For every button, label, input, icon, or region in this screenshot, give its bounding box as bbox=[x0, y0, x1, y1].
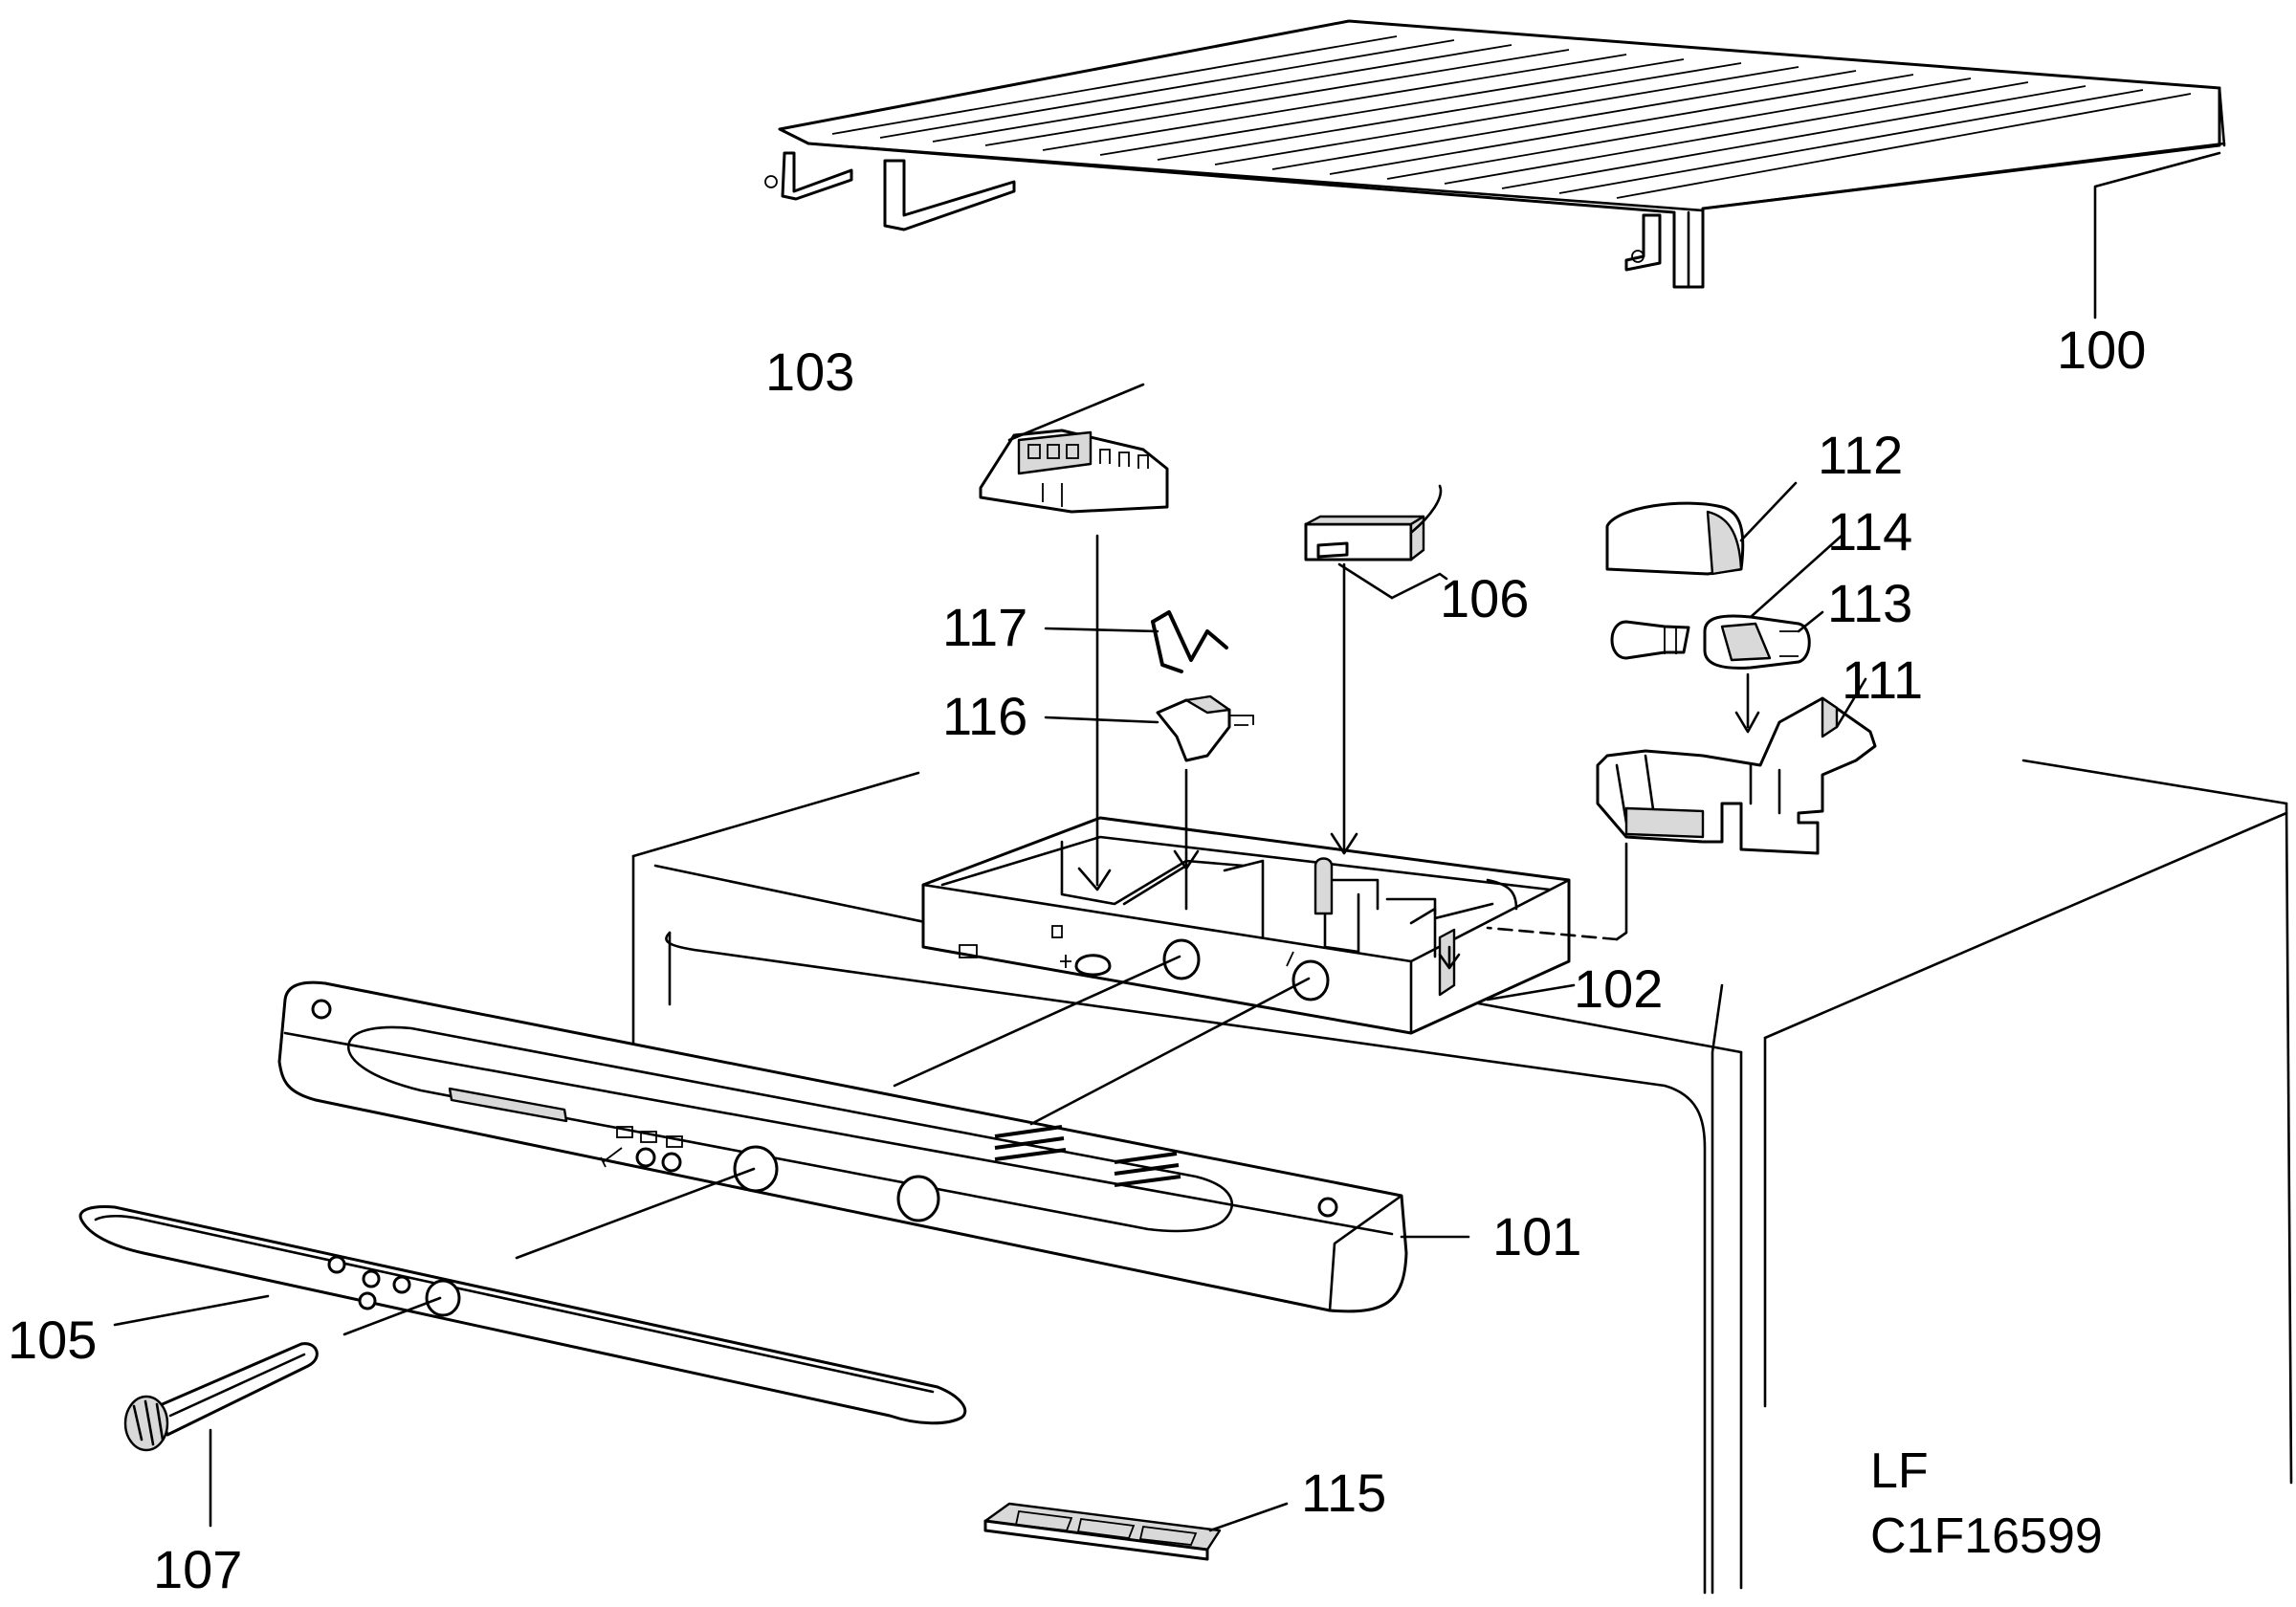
part-100-shelf bbox=[764, 19, 2226, 289]
part-105-trim-strip bbox=[78, 1205, 967, 1425]
label-101: 101 bbox=[1492, 1206, 1581, 1266]
part-107-knob bbox=[123, 1342, 319, 1452]
part-labels: 100 103 112 114 113 111 106 117 116 102 … bbox=[8, 319, 2146, 1599]
label-117: 117 bbox=[942, 597, 1027, 657]
part-117-spring-clip bbox=[1151, 610, 1228, 673]
part-102-control-box bbox=[921, 816, 1571, 1035]
part-101-front-panel bbox=[277, 980, 1408, 1313]
label-112: 112 bbox=[1818, 425, 1903, 485]
part-103-bracket bbox=[979, 429, 1169, 514]
part-116-lever bbox=[1156, 694, 1254, 762]
part-113-lamp-holder bbox=[1703, 614, 1811, 670]
label-100: 100 bbox=[2057, 319, 2146, 380]
label-111: 111 bbox=[1842, 649, 1923, 710]
leader-lines bbox=[113, 151, 2221, 1532]
drawing-code-line-1: LF bbox=[1870, 1443, 1929, 1499]
cabinet-outline bbox=[631, 759, 2293, 1595]
label-113: 113 bbox=[1827, 573, 1912, 633]
part-106-switch bbox=[1304, 484, 1443, 561]
label-103: 103 bbox=[765, 341, 854, 402]
label-107: 107 bbox=[153, 1539, 242, 1599]
label-115: 115 bbox=[1301, 1463, 1386, 1523]
part-114-bulb bbox=[1610, 620, 1690, 660]
drawing-code: LF C1F16599 bbox=[1870, 1443, 2103, 1564]
label-102: 102 bbox=[1574, 958, 1663, 1019]
drawing-code-line-2: C1F16599 bbox=[1870, 1508, 2103, 1564]
part-115-filter bbox=[983, 1502, 1222, 1561]
label-106: 106 bbox=[1440, 568, 1529, 628]
part-111-lamp-housing bbox=[1596, 696, 1877, 855]
assembly-guides bbox=[342, 534, 1760, 1336]
part-112-lamp-cover bbox=[1605, 501, 1745, 576]
label-105: 105 bbox=[8, 1310, 97, 1370]
label-114: 114 bbox=[1827, 501, 1912, 561]
label-116: 116 bbox=[942, 686, 1027, 746]
